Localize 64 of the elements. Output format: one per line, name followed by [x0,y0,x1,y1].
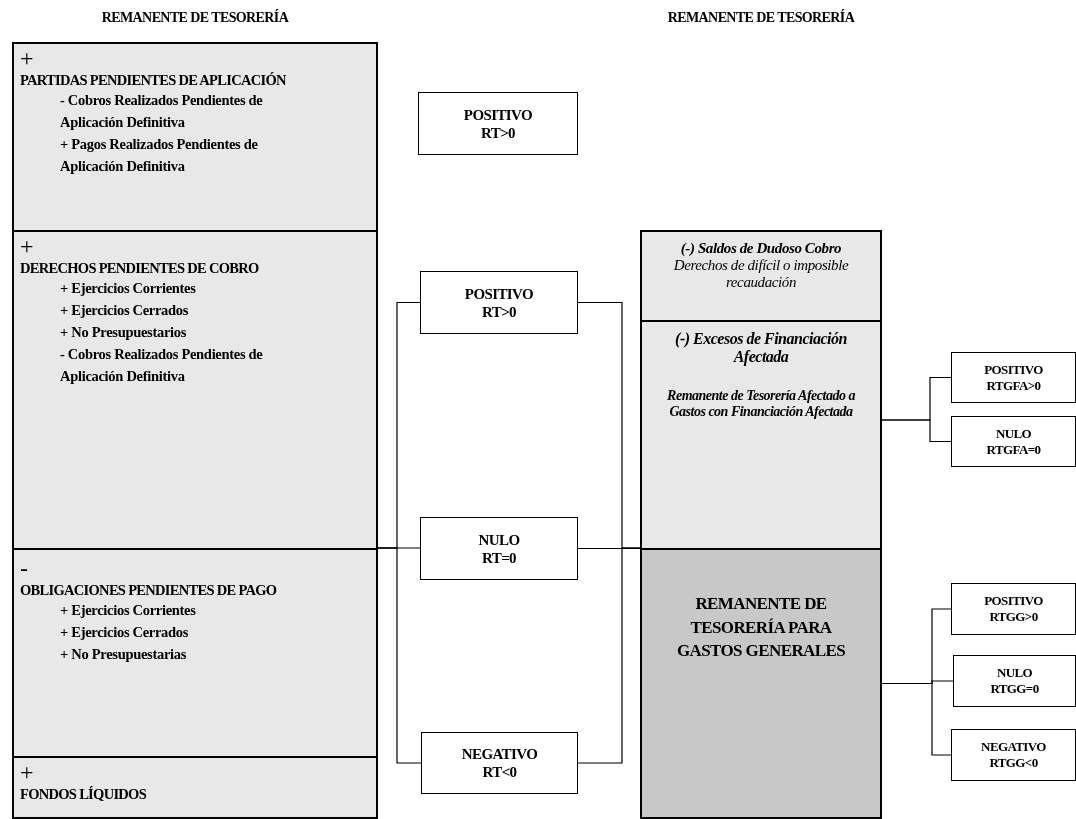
account-box [12,756,378,819]
result-label: NULO [995,425,1032,442]
component-heading: REMANENTE DE TESORERÍA PARA GASTOS GENERALES [675,592,847,663]
account-item: - Cobros Realizados Pendientes de Aplicación Definitiva [60,91,264,132]
account-item: + No Presupuestarios [60,323,188,342]
result-box [418,92,578,155]
result-label: POSITIVO [984,361,1043,378]
result-condition: RT>0 [482,302,516,321]
account-item: + Ejercicios Cerrados [60,623,190,642]
sign-symbol: - [20,556,28,580]
connector-line [377,547,422,764]
account-item: + Ejercicios Corrientes [60,279,197,298]
result-label: POSITIVO [984,593,1043,609]
component-box [640,320,882,550]
result-label: NULO [478,530,520,549]
component-heading: (-) Excesos de Financiación Afectada [674,330,848,366]
account-heading: DERECHOS PENDIENTES DE COBRO [20,260,259,277]
account-item: + Ejercicios Cerrados [60,301,190,320]
component-box [640,548,882,819]
column-group [640,10,882,819]
component-heading: (-) Saldos de Dudoso Cobro [679,240,843,257]
result-condition: RTGG<0 [989,755,1038,771]
account-box [12,230,378,550]
sign-symbol: + [20,760,34,784]
column-group [12,10,378,819]
result-box [951,583,1076,635]
account-heading: OBLIGACIONES PENDIENTES DE PAGO [20,582,277,599]
column-heading: REMANENTE DE TESORERÍA [100,10,290,26]
result-label: NEGATIVO [981,739,1046,755]
result-condition: RTGFA>0 [986,377,1041,394]
sign-symbol: + [20,234,34,258]
column-heading: REMANENTE DE TESORERÍA [666,10,856,26]
result-box [953,655,1076,707]
result-box [951,352,1076,403]
sign-symbol: + [20,46,34,70]
result-condition: RTGG>0 [989,609,1038,625]
result-condition: RT<0 [482,763,517,781]
result-label: POSITIVO [463,105,533,124]
result-box [420,517,578,580]
result-condition: RTGG=0 [990,681,1039,697]
account-item: + Ejercicios Corrientes [60,601,197,620]
component-box [640,230,882,322]
result-box [420,271,578,334]
result-condition: RTGFA=0 [986,441,1041,458]
component-description: Remanente de Tesorería Afectado a Gastos con Financiación Afectada [666,388,856,420]
result-label: NULO [996,665,1033,681]
account-heading: PARTIDAS PENDIENTES DE APLICACIÓN [20,72,286,89]
account-item: + Pagos Realizados Pendientes de Aplicación Definitiva [60,135,259,176]
result-box [951,416,1076,467]
account-item: - Cobros Realizados Pendientes de Aplicación Definitiva [60,345,264,386]
account-item: + No Presupuestarias [60,645,188,664]
result-condition: RT>0 [481,123,515,142]
result-box [951,729,1076,781]
connector-line [881,682,952,756]
component-description: Derechos de difícil o imposible recaudación [672,257,850,291]
account-box [12,548,378,758]
result-condition: RT=0 [482,548,516,567]
connector-line [881,419,952,443]
result-box [421,732,578,794]
account-box [12,42,378,232]
result-label: NEGATIVO [461,745,538,763]
result-label: POSITIVO [464,284,534,303]
account-heading: FONDOS LÍQUIDOS [20,786,147,803]
connector-line [577,547,641,764]
